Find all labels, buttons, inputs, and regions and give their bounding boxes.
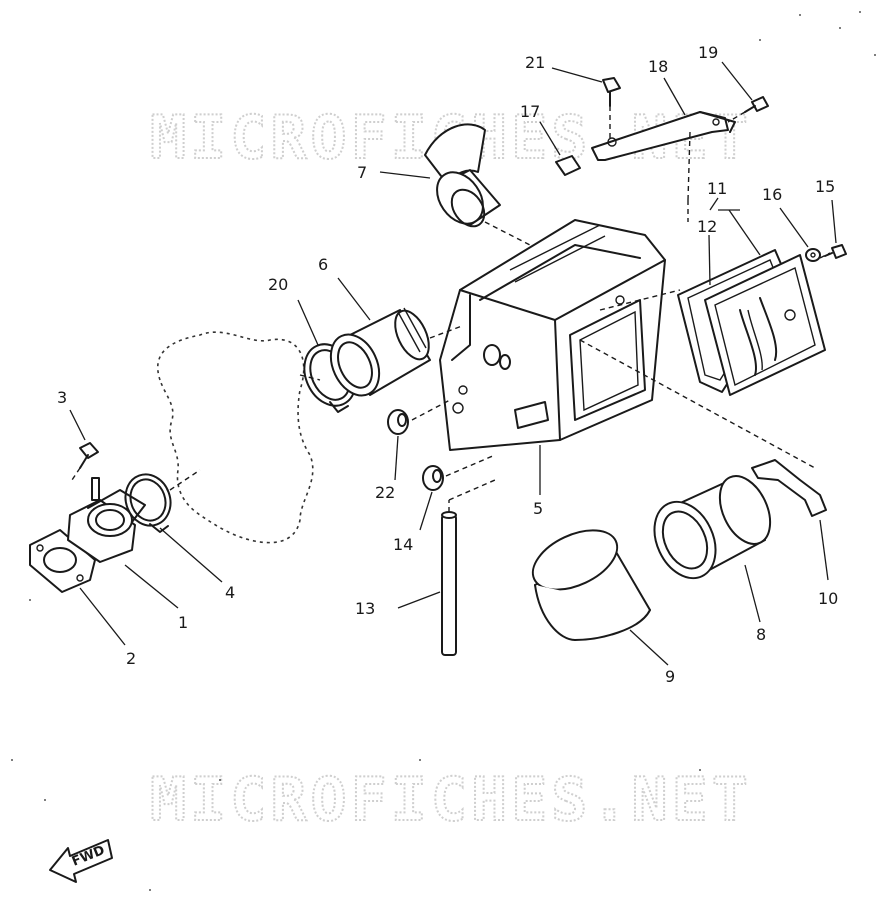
- part-19-bolt: [727, 96, 769, 123]
- part-22-grommet: [387, 409, 409, 435]
- fwd-arrow: FWD: [49, 839, 113, 883]
- callout-11: 11: [707, 179, 727, 198]
- watermark-bottom: MICROFICHES.NET: [150, 765, 752, 835]
- callout-14: 14: [393, 535, 413, 554]
- callout-8: 8: [756, 625, 766, 644]
- callout-5: 5: [533, 499, 543, 518]
- callout-10: 10: [818, 589, 838, 608]
- part-3-bolt: [71, 442, 99, 481]
- part-13-hose: [441, 511, 457, 656]
- part-10-clip: [751, 459, 827, 517]
- callout-labels: 1 2 3 4 5 6 7 8 9 10 11 12 13 14 15 16 1…: [57, 43, 838, 686]
- leader-lines: [69, 61, 837, 666]
- callout-16: 16: [762, 185, 782, 204]
- callout-2: 2: [126, 649, 136, 668]
- callout-1: 1: [178, 613, 188, 632]
- scan-speckles: [11, 11, 876, 891]
- engine-outline: [157, 331, 314, 544]
- part-18-bracket: [591, 111, 736, 161]
- callout-20: 20: [268, 275, 288, 294]
- part-14-grommet: [422, 465, 444, 491]
- part-4-clamp: [124, 473, 172, 533]
- callout-13: 13: [355, 599, 375, 618]
- part-15-screw: [824, 244, 847, 259]
- part-8-guide: [653, 475, 772, 580]
- callout-6: 6: [318, 255, 328, 274]
- part-5-case: [439, 219, 666, 451]
- part-9-element: [531, 529, 651, 641]
- callout-7: 7: [357, 163, 367, 182]
- part-2-gasket: [29, 529, 96, 593]
- callout-9: 9: [665, 667, 675, 686]
- part-11-cover: [704, 254, 826, 396]
- part-17-damper: [555, 155, 581, 176]
- callout-3: 3: [57, 388, 67, 407]
- part-21-bolt: [602, 77, 621, 138]
- part-16-washer: [805, 248, 821, 262]
- callout-19: 19: [698, 43, 718, 62]
- part-7-duct: [424, 123, 501, 228]
- part-1-manifold: [67, 477, 146, 563]
- callout-18: 18: [648, 57, 668, 76]
- assembly-lines: [169, 131, 831, 512]
- callout-22: 22: [375, 483, 395, 502]
- callout-4: 4: [225, 583, 235, 602]
- callout-17: 17: [520, 102, 540, 121]
- part-6-joint: [329, 307, 431, 397]
- callout-21: 21: [525, 53, 545, 72]
- callout-15: 15: [815, 177, 835, 196]
- callout-12: 12: [697, 217, 717, 236]
